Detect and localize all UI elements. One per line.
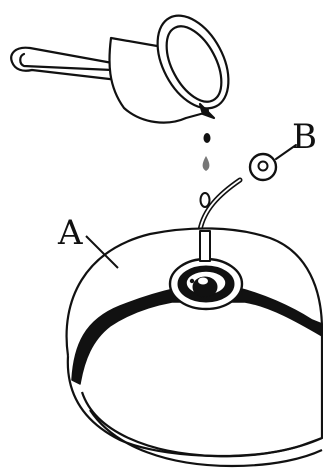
label-b: B (292, 117, 317, 157)
center-plug-dot (190, 279, 194, 283)
center-plug-highlight (198, 278, 208, 285)
label-a: A (57, 213, 83, 253)
falling-drops (201, 133, 211, 207)
drop-3 (201, 193, 210, 207)
vessel-a (67, 228, 322, 466)
inlet-neck (200, 231, 210, 261)
drop-1 (204, 133, 211, 143)
pipette-b (200, 145, 296, 230)
ladle (11, 4, 243, 123)
drop-2 (203, 156, 210, 171)
ladle-handle (11, 48, 118, 80)
pipette-bulb-hole (259, 162, 268, 171)
